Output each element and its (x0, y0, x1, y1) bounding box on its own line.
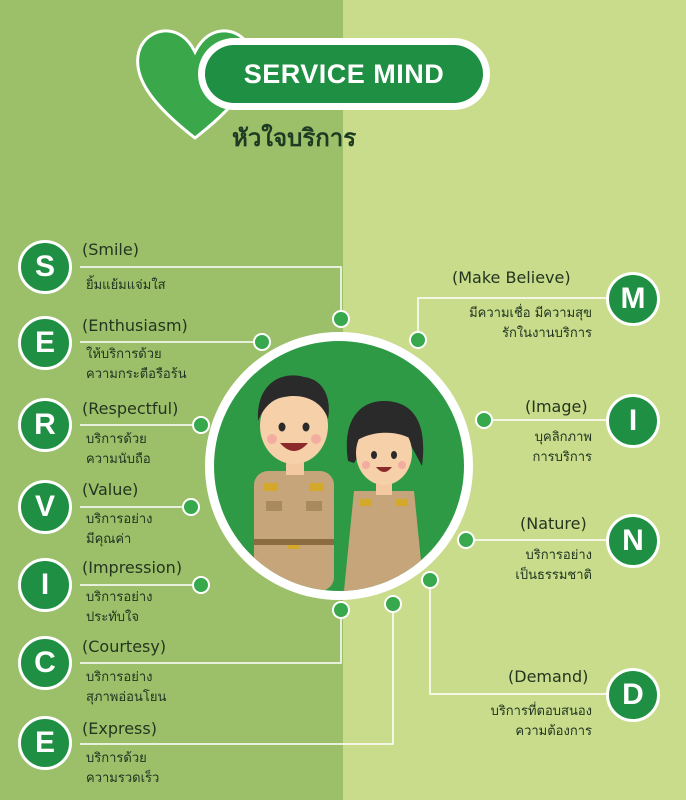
letter-badge-d: D (606, 668, 660, 722)
letter-badge-e2: E (18, 716, 72, 770)
desc-image-line2: การบริการ (532, 450, 592, 465)
desc-demand-line2: ความต้องการ (515, 724, 592, 739)
desc-enthusiasm-line2: ความกระตือรือร้น (86, 367, 187, 382)
man-figure (254, 375, 334, 591)
woman-figure (344, 401, 424, 591)
letter-badge-i-right: I (606, 394, 660, 448)
letter-badge-m: M (606, 272, 660, 326)
connector-dot-i-right (475, 411, 493, 429)
letter-badge-e: E (18, 316, 72, 370)
label-express: (Express) (82, 719, 157, 738)
connector-dot-e2 (384, 595, 402, 613)
connector-dot-s (332, 310, 350, 328)
desc-courtesy-line1: บริการอย่าง (86, 670, 153, 685)
desc-demand-line1: บริการที่ตอบสนอง (490, 704, 592, 719)
desc-make-believe-line2: รักในงานบริการ (501, 326, 592, 341)
connector-dot-i (192, 576, 210, 594)
page-title: SERVICE MIND (205, 45, 483, 103)
label-value: (Value) (82, 480, 139, 499)
desc-nature-line2: เป็นธรรมชาติ (515, 568, 592, 583)
letter-badge-s: S (18, 240, 72, 294)
officers-illustration (254, 375, 424, 591)
connector-dot-v (182, 498, 200, 516)
desc-enthusiasm-line1: ให้บริการด้วย (86, 347, 162, 362)
page-subtitle: หัวใจบริการ (232, 124, 357, 152)
desc-respectful-line1: บริการด้วย (86, 432, 147, 447)
desc-express-line1: บริการด้วย (86, 751, 147, 766)
letter-badge-v: V (18, 480, 72, 534)
desc-nature-line1: บริการอย่าง (525, 548, 592, 563)
label-courtesy: (Courtesy) (82, 637, 167, 656)
label-make-believe: (Make Believe) (452, 268, 571, 287)
label-enthusiasm: (Enthusiasm) (82, 316, 188, 335)
label-demand: (Demand) (508, 667, 589, 686)
desc-value-line2: มีคุณค่า (86, 532, 132, 547)
label-nature: (Nature) (520, 514, 587, 533)
label-smile: (Smile) (82, 240, 139, 259)
desc-value-line1: บริการอย่าง (86, 512, 153, 527)
label-respectful: (Respectful) (82, 399, 179, 418)
connector-dot-r (192, 416, 210, 434)
label-impression: (Impression) (82, 558, 183, 577)
letter-badge-c: C (18, 636, 72, 690)
letter-badge-r: R (18, 398, 72, 452)
letter-badge-n: N (606, 514, 660, 568)
desc-express-line2: ความรวดเร็ว (86, 771, 160, 786)
connector-dot-e (253, 333, 271, 351)
connector-dot-m (409, 331, 427, 349)
desc-respectful-line2: ความนับถือ (86, 452, 151, 467)
desc-make-believe-line1: มีความเชื่อ มีความสุข (469, 306, 592, 321)
desc-image-line1: บุคลิกภาพ (534, 430, 592, 445)
connector-dot-c (332, 601, 350, 619)
connector-dot-d (421, 571, 439, 589)
label-image: (Image) (525, 397, 588, 416)
desc-impression-line2: ประทับใจ (86, 610, 140, 625)
letter-badge-i: I (18, 558, 72, 612)
center-illustration (214, 341, 464, 591)
desc-impression-line1: บริการอย่าง (86, 590, 153, 605)
desc-courtesy-line2: สุภาพอ่อนโยน (86, 690, 167, 705)
connector-dot-n (457, 531, 475, 549)
desc-smile-line1: ยิ้มแย้มแจ่มใส (86, 278, 166, 293)
